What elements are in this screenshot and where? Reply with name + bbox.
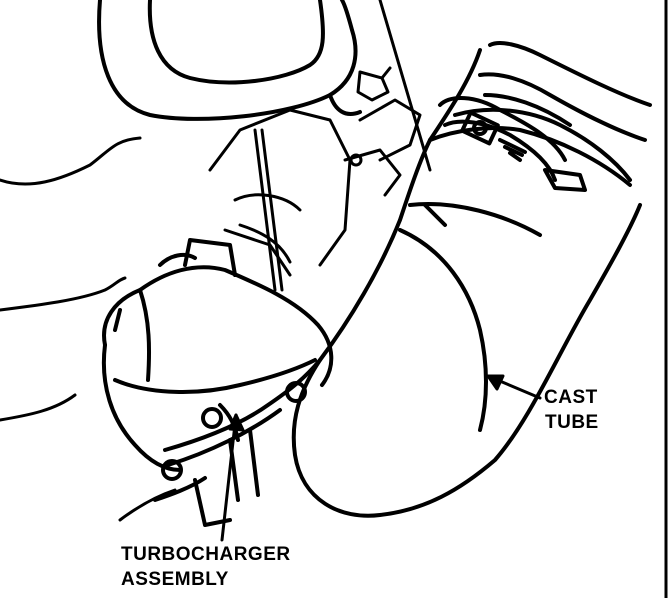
shroud-outline	[0, 136, 177, 522]
cast-tube-label-line1: CAST	[544, 387, 598, 408]
cast-tube	[291, 48, 642, 518]
turbocharger-label-line1: TURBOCHARGER	[121, 544, 291, 565]
cast-tube-label: CAST TUBE	[544, 385, 599, 435]
turbocharger-housing	[101, 238, 334, 527]
turbocharger-leader	[220, 413, 245, 542]
turbocharger-assembly-label: TURBOCHARGER ASSEMBLY	[121, 542, 291, 592]
turbocharger-label-line2: ASSEMBLY	[121, 569, 229, 590]
control-rod	[253, 0, 432, 292]
cast-tube-label-line2: TUBE	[545, 412, 599, 433]
upper-hose	[97, 0, 362, 121]
cast-tube-leader	[486, 374, 542, 400]
hose-clamp	[438, 96, 587, 192]
rubber-hose	[478, 41, 652, 142]
